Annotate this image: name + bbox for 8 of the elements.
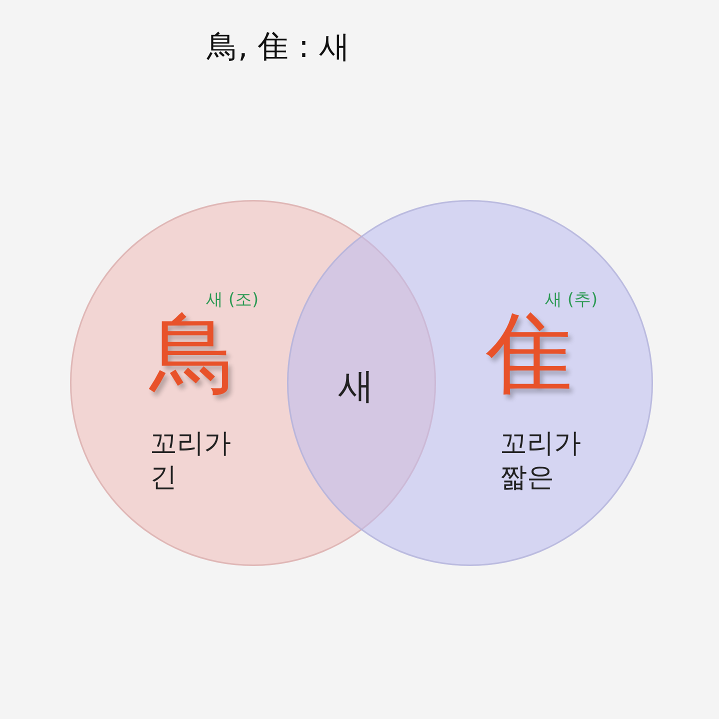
hanja-character: 隹 bbox=[485, 310, 573, 398]
title: 鳥, 隹 : 새 bbox=[207, 28, 350, 67]
hanja-character: 鳥 bbox=[150, 310, 238, 398]
description-text: 꼬리가 짧은 bbox=[500, 427, 582, 494]
reading-label: 새 (조) bbox=[206, 290, 259, 312]
description-text: 꼬리가 긴 bbox=[150, 427, 232, 494]
overlap-label: 새 bbox=[338, 365, 374, 409]
reading-label: 새 (추) bbox=[545, 290, 598, 312]
